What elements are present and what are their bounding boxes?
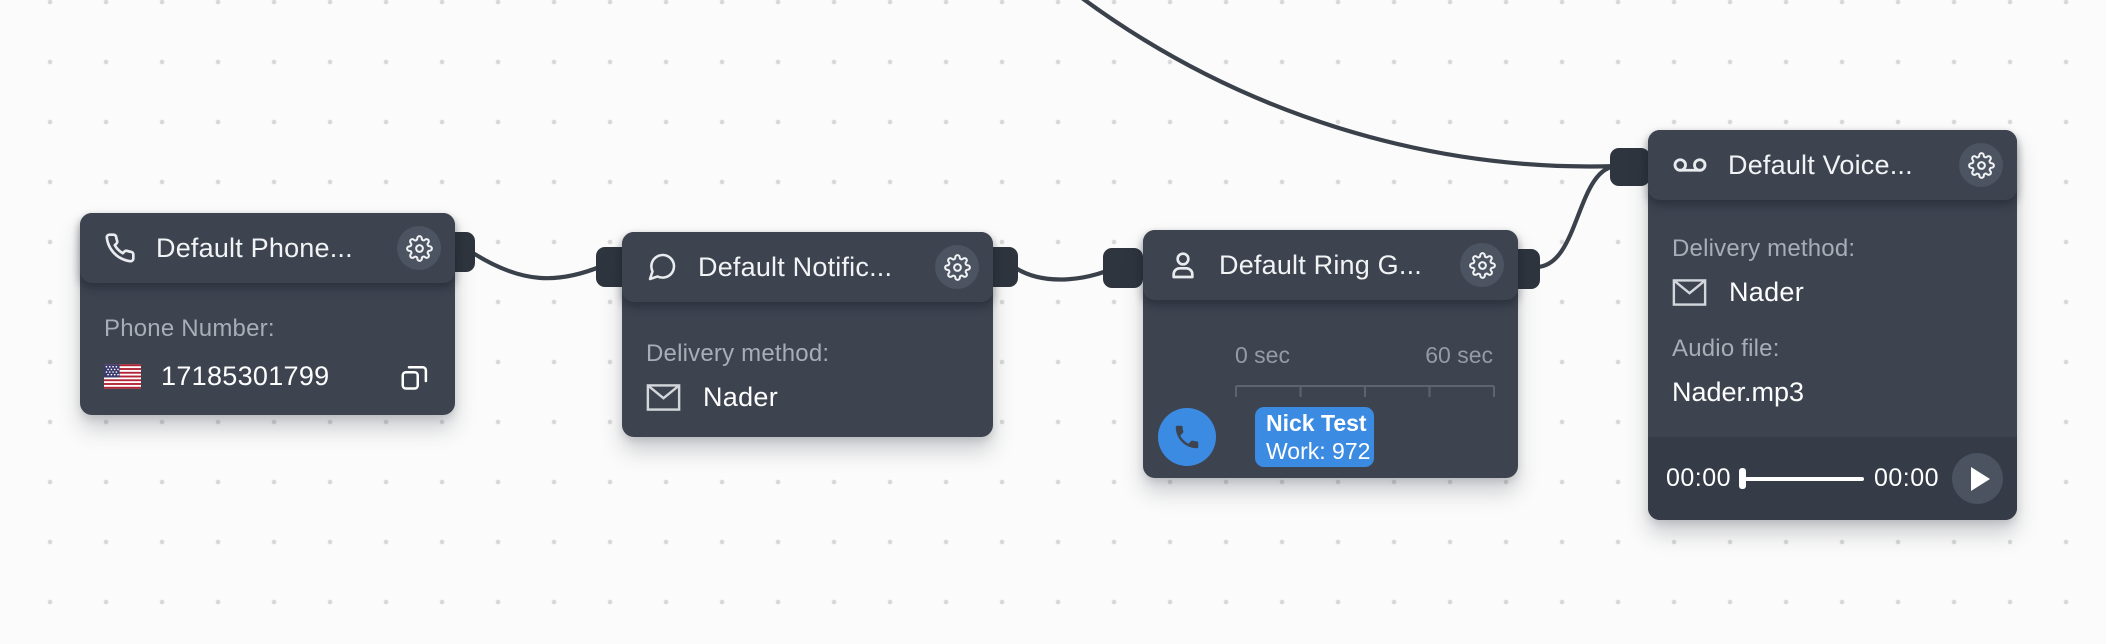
gear-icon: [1967, 151, 1995, 179]
audio-file-value: Nader.mp3: [1672, 377, 1805, 407]
envelope-icon: [646, 384, 681, 411]
phone-icon: [105, 233, 135, 263]
delivery-method-label: Delivery method:: [1672, 235, 1856, 262]
delivery-method-value: Nader: [703, 382, 779, 412]
node-default-notification[interactable]: Default Notific... Delivery method: Nade…: [622, 232, 993, 437]
settings-button[interactable]: [1959, 143, 2003, 187]
timeline-ruler[interactable]: [1235, 385, 1495, 398]
player-total-time: 00:00: [1873, 464, 1939, 492]
player-seek-slider[interactable]: [1739, 468, 1864, 489]
audio-player: 00:00 00:00: [1648, 437, 2017, 520]
ring-member-badge[interactable]: Nick Test Work: 972: [1255, 407, 1375, 467]
envelope-icon: [1672, 279, 1707, 306]
node-header: Default Notific...: [622, 232, 993, 302]
timeline-start-label: 0 sec: [1235, 342, 1290, 368]
edge-incoming-top[interactable]: [1066, 0, 1621, 169]
edge-ring-to-voicemail[interactable]: [1533, 163, 1621, 270]
connector-handle-voicemail-in[interactable]: [1610, 148, 1650, 186]
node-body: Delivery method: Nader: [622, 302, 993, 437]
node-body: Delivery method: Nader Audio file: Nader…: [1648, 200, 2017, 520]
node-title: Default Notific...: [698, 251, 893, 282]
timeline-end-label: 60 sec: [1425, 342, 1493, 368]
gear-icon: [405, 234, 433, 262]
node-header: Default Phone...: [80, 213, 455, 283]
delivery-method-value: Nader: [1729, 277, 1805, 307]
node-default-ring-group[interactable]: Default Ring G... 0 sec 60 sec: [1143, 230, 1518, 478]
node-header: Default Ring G...: [1143, 230, 1518, 300]
phone-number-label: Phone Number:: [104, 315, 275, 342]
member-name: Nick Test: [1266, 410, 1367, 436]
node-body: Phone Number:: [80, 283, 455, 415]
play-button[interactable]: [1952, 453, 2003, 504]
node-title: Default Ring G...: [1219, 249, 1422, 280]
phone-filled-icon: [1175, 425, 1199, 449]
settings-button[interactable]: [1460, 243, 1504, 287]
person-icon: [1172, 252, 1194, 279]
audio-file-label: Audio file:: [1672, 335, 1780, 362]
node-title: Default Voice...: [1728, 149, 1913, 180]
copy-button[interactable]: [397, 359, 431, 393]
edge-phone-to-notification[interactable]: [470, 250, 605, 281]
gear-icon: [1468, 251, 1496, 279]
member-detail: Work: 972: [1266, 438, 1371, 464]
node-default-voicemail[interactable]: Default Voice... Delivery method: Nader …: [1648, 130, 2017, 520]
node-body: 0 sec 60 sec Nick Test Work: 972: [1143, 300, 1518, 478]
connector-handle-ring-in[interactable]: [1103, 248, 1143, 288]
player-slider-thumb[interactable]: [1739, 468, 1747, 489]
play-icon: [1970, 466, 1990, 491]
player-current-time: 00:00: [1666, 464, 1732, 492]
settings-button[interactable]: [397, 226, 441, 270]
voicemail-icon: [1673, 158, 1707, 172]
player-slider-track: [1745, 476, 1864, 481]
copy-icon: [401, 366, 428, 390]
settings-button[interactable]: [935, 245, 979, 289]
us-flag-icon: [104, 363, 141, 389]
delivery-method-label: Delivery method:: [646, 340, 830, 367]
chat-bubble-icon: [648, 253, 676, 281]
phone-number-value: 17185301799: [161, 360, 330, 391]
ring-member-call-button[interactable]: [1158, 408, 1216, 466]
gear-icon: [943, 253, 971, 281]
node-title: Default Phone...: [156, 232, 353, 263]
node-default-phone[interactable]: Default Phone... Phone Number:: [80, 213, 455, 415]
node-header: Default Voice...: [1648, 130, 2017, 200]
